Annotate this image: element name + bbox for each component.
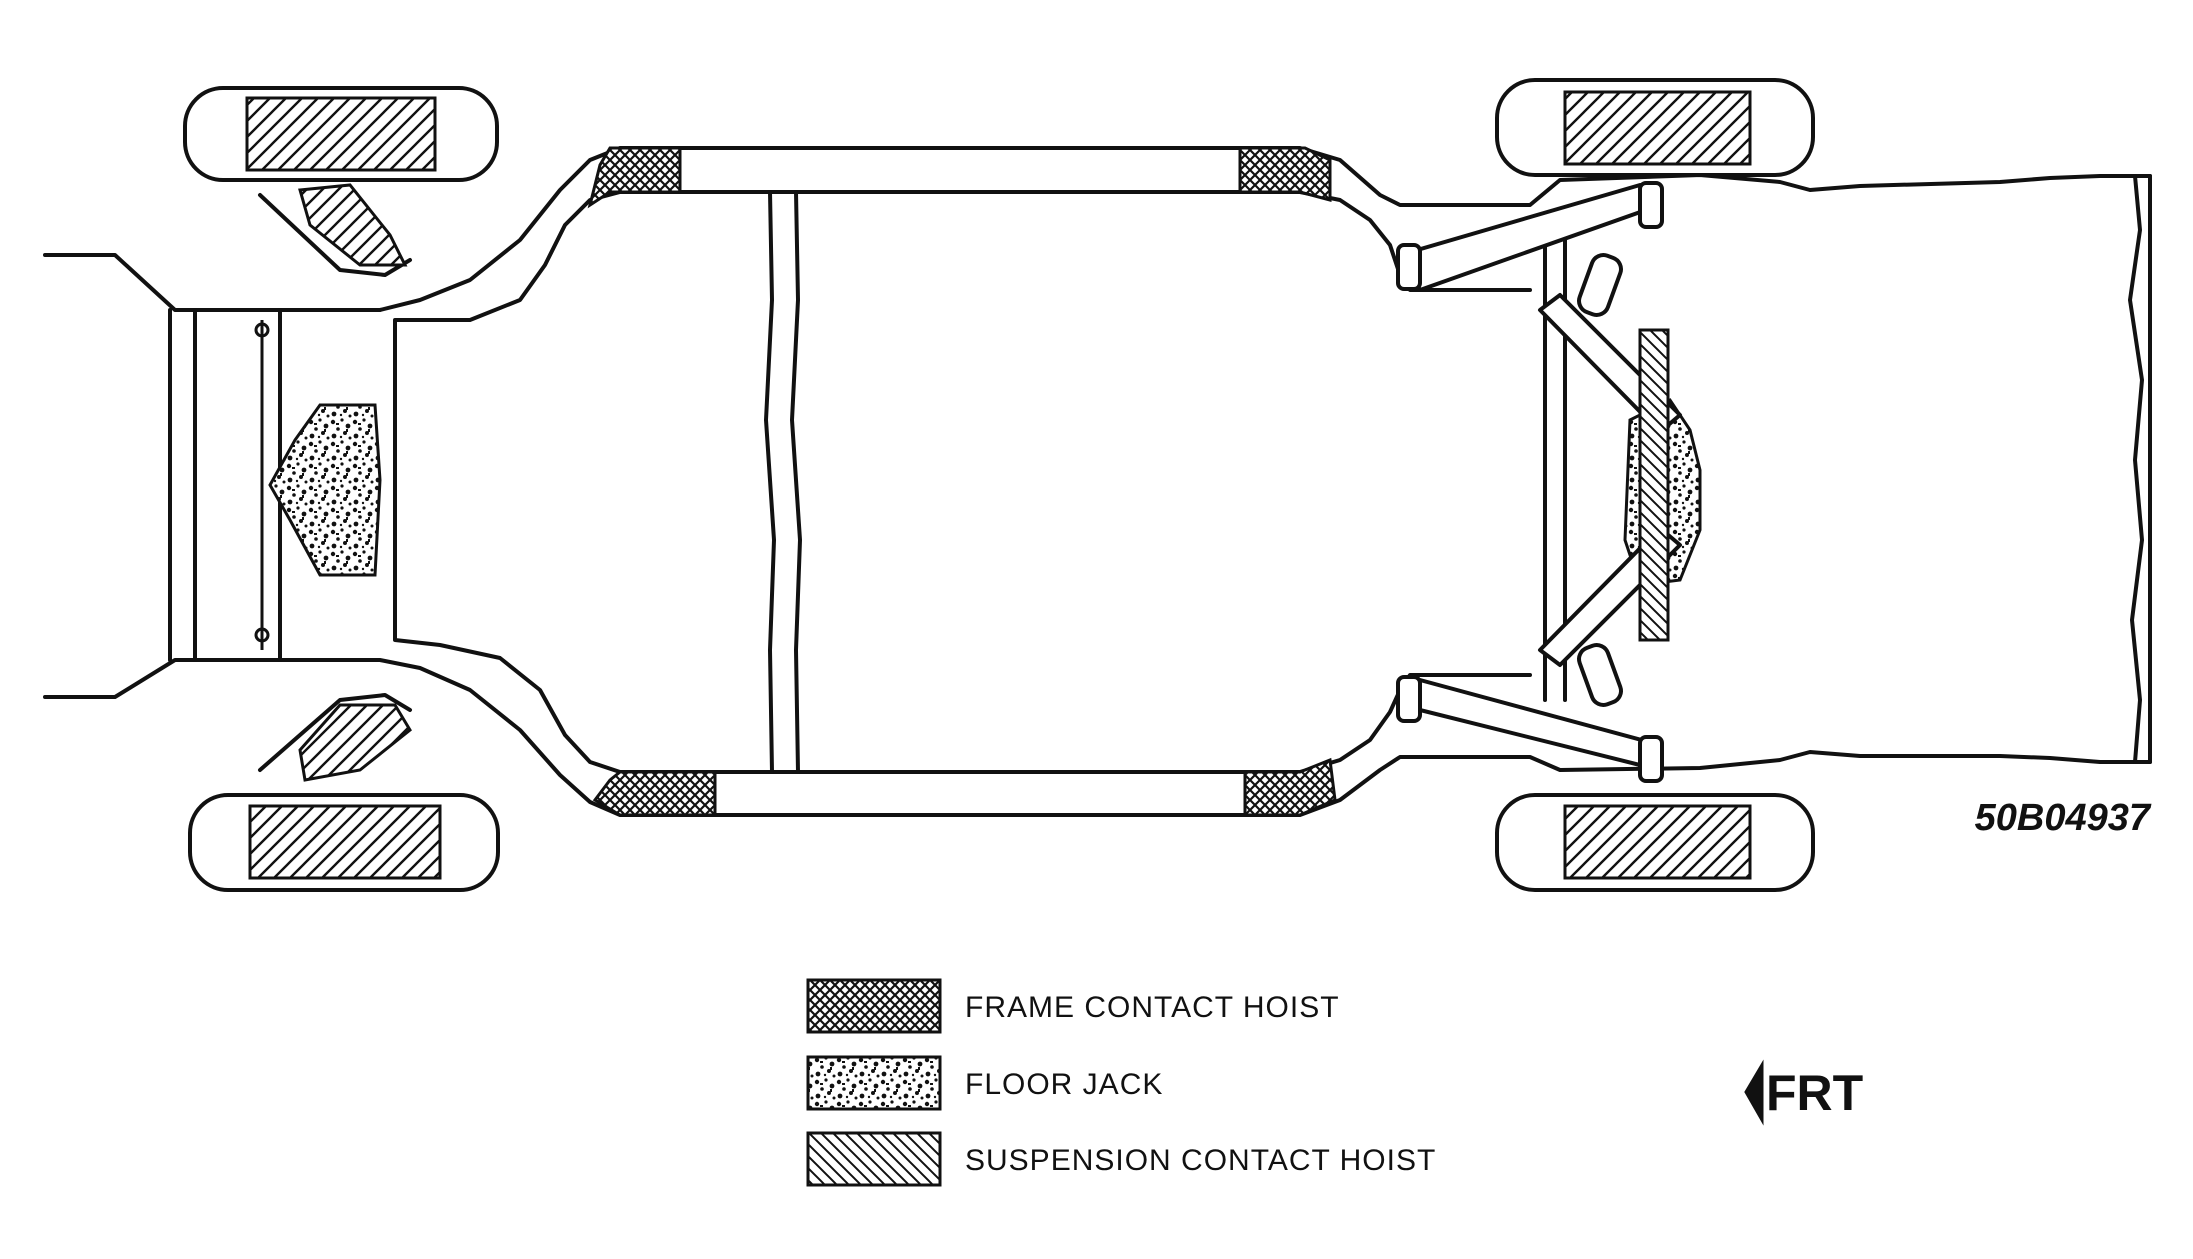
legend-label-frame-contact: FRAME CONTACT HOIST: [965, 991, 1340, 1024]
figure-id-label: 50B04937: [1975, 797, 2152, 839]
floor-jack-points: [268, 398, 1702, 587]
legend-swatch-suspension-contact: [806, 1131, 942, 1187]
legend-swatch-frame-contact: [806, 978, 942, 1034]
tire-front-left: [183, 86, 499, 182]
front-control-arm-upper: [298, 183, 408, 267]
legend-item-frame-contact-hoist: FRAME CONTACT HOIST: [806, 978, 1340, 1034]
floor-jack-front: [268, 403, 382, 577]
tires: [183, 78, 1815, 892]
legend-label-floor-jack: FLOOR JACK: [965, 1068, 1163, 1101]
front-arrow-icon: [1744, 1059, 1764, 1126]
tire-rear-right: [1495, 793, 1815, 892]
legend-item-suspension-contact-hoist: SUSPENSION CONTACT HOIST: [806, 1131, 1436, 1187]
frame-pad-front-left: [587, 146, 682, 209]
legend-item-floor-jack: FLOOR JACK: [806, 1055, 1163, 1111]
frame-pad-rear-right: [1243, 757, 1337, 817]
frame-contact-hoist-pads: [587, 146, 1337, 817]
front-suspension: [254, 183, 412, 782]
front-direction-label: FRT: [1766, 1065, 1863, 1121]
legend-swatch-floor-jack: [806, 1055, 942, 1111]
tire-rear-left: [1495, 78, 1815, 177]
legend: FRAME CONTACT HOIST FLOOR JACK SUSPENSIO…: [806, 978, 1436, 1187]
tire-front-right: [188, 793, 500, 892]
frame-pad-rear-left: [1238, 146, 1332, 202]
legend-label-suspension-contact: SUSPENSION CONTACT HOIST: [965, 1144, 1436, 1177]
front-direction-indicator: FRT: [1744, 1059, 1863, 1126]
frame-pad-front-right: [592, 770, 717, 817]
front-control-arm-lower: [298, 703, 412, 782]
rear-suspension-pad-bar: [1638, 328, 1670, 642]
rear-suspension: [1396, 181, 1682, 783]
